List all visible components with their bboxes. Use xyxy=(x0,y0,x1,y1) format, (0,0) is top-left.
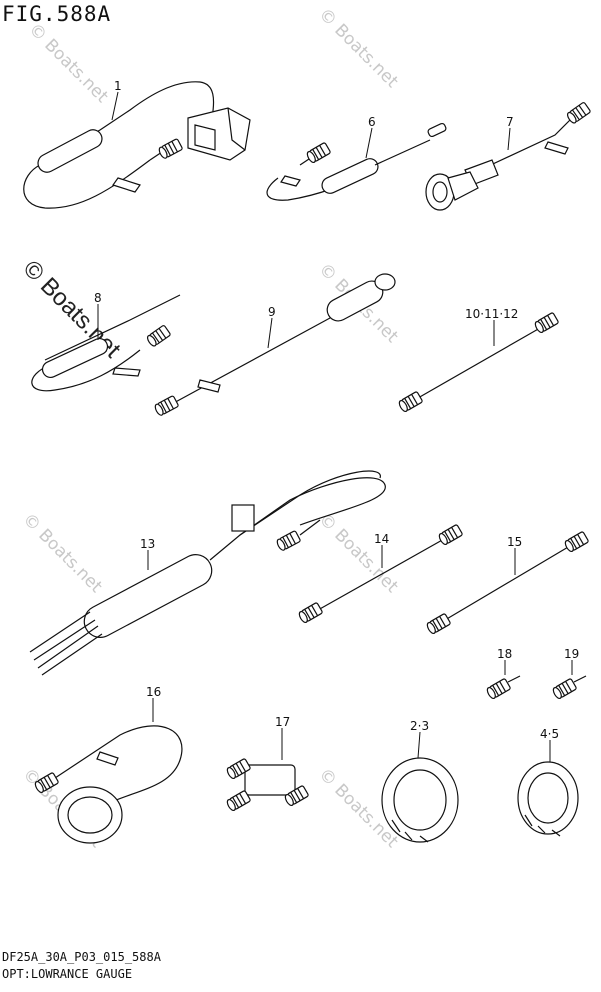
part-17-t-connector xyxy=(225,757,310,813)
ref-label: 13 xyxy=(140,537,155,551)
figure-code: DF25A_30A_P03_015_588A xyxy=(2,950,161,964)
ref-label: 10·11·12 xyxy=(465,307,518,321)
part-1-transducer-cable xyxy=(23,81,251,209)
ref-label: 18 xyxy=(497,647,512,661)
part-8-cable xyxy=(31,294,181,392)
ref-label: 15 xyxy=(507,535,522,549)
ref-label: 7 xyxy=(506,115,514,129)
part-18-terminator xyxy=(485,675,521,701)
leader-lines xyxy=(97,91,573,762)
ref-label: 8 xyxy=(94,291,102,305)
watermark: © Boats.net xyxy=(314,4,402,92)
part-4-5-ring xyxy=(517,761,579,837)
watermark: © Boats.net xyxy=(314,509,402,597)
part-7-bulkhead xyxy=(425,101,592,211)
reference-labels: 1 6 7 8 9 10·11·12 13 14 15 16 17 18 19 … xyxy=(94,79,579,741)
part-14-cable xyxy=(297,523,464,625)
ref-label: 16 xyxy=(146,685,161,699)
part-10-11-12-cable xyxy=(397,311,560,414)
part-2-3-ring xyxy=(381,757,459,843)
ref-label: 1 xyxy=(114,79,122,93)
part-6-cable xyxy=(266,122,447,201)
figure-title: FIG.588A xyxy=(2,2,112,26)
part-13-harness xyxy=(29,470,386,676)
part-16-sensor xyxy=(33,725,183,844)
ref-label: 19 xyxy=(564,647,579,661)
part-9-cable xyxy=(153,273,396,418)
ref-label: 6 xyxy=(368,115,376,129)
ref-label: 9 xyxy=(268,305,276,319)
ref-label: 2·3 xyxy=(410,719,429,733)
watermark: © Boats.net xyxy=(18,509,106,597)
ref-label: 17 xyxy=(275,715,290,729)
ref-label: 4·5 xyxy=(540,727,559,741)
part-15-cable xyxy=(425,530,590,636)
ref-label: 14 xyxy=(374,532,389,546)
figure-caption: OPT:LOWRANCE GAUGE xyxy=(2,967,133,981)
watermark: © Boats.net xyxy=(24,19,112,107)
part-19-terminator xyxy=(551,675,587,701)
